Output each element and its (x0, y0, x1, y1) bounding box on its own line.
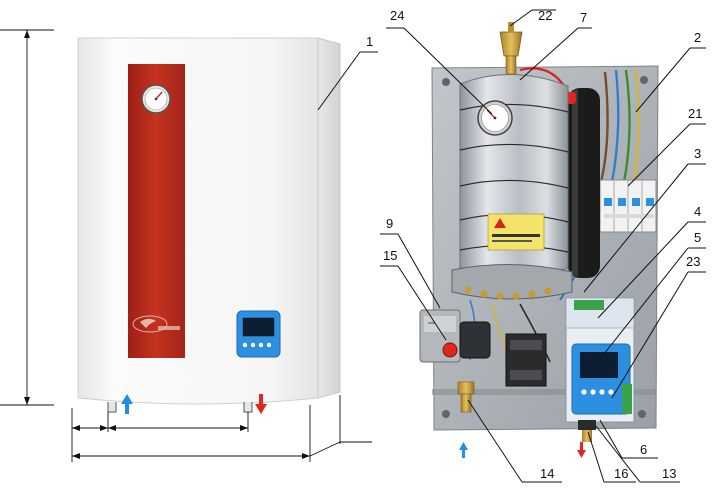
brand-logo (132, 315, 180, 333)
callout-1: 1 (317, 34, 378, 111)
controller-module (565, 297, 635, 423)
callout-7: 7 (519, 10, 592, 81)
control-unit (236, 310, 281, 358)
callout-13-label: 13 (662, 466, 676, 481)
arrow-down-icon (255, 394, 267, 414)
callout-2: 2 (635, 30, 706, 113)
boiler-interior: wilo (380, 8, 706, 483)
callout-13: 13 (595, 425, 680, 483)
circuit-breakers (599, 179, 657, 233)
callout-15-label: 15 (383, 248, 397, 263)
callout-4-label: 4 (694, 204, 701, 219)
callout-6-label: 6 (640, 442, 647, 457)
callout-6: 6 (599, 419, 658, 459)
bottom-fittings (457, 381, 596, 442)
callout-3-label: 3 (694, 146, 701, 161)
callout-7-label: 7 (580, 10, 587, 25)
circulation-pump: wilo (419, 309, 491, 363)
boiler-exterior: 1 (0, 29, 378, 462)
callout-14: 14 (467, 399, 562, 483)
contactor (505, 333, 547, 387)
callout-2-label: 2 (694, 30, 701, 45)
callout-24: 24 (386, 8, 493, 115)
callout-16-label: 16 (614, 466, 628, 481)
dimension-lines (0, 29, 372, 462)
callout-21: 21 (627, 106, 706, 187)
arrow-down-icon (577, 442, 586, 458)
callout-1-label: 1 (366, 34, 373, 49)
pipe-stubs (107, 402, 253, 413)
callout-24-label: 24 (390, 8, 404, 23)
callout-14-label: 14 (540, 466, 554, 481)
callout-15: 15 (380, 248, 447, 341)
air-vent (499, 22, 523, 75)
callout-5: 5 (595, 230, 706, 365)
callout-22: 22 (509, 8, 556, 27)
pressure-gauge (141, 84, 171, 114)
arrow-up-icon (121, 394, 133, 414)
callout-4: 4 (597, 204, 706, 319)
callout-3: 3 (583, 146, 706, 293)
svg-text:wilo: wilo (428, 320, 436, 325)
heating-tank (459, 73, 569, 277)
callout-5-label: 5 (694, 230, 701, 245)
callout-23-label: 23 (686, 254, 700, 269)
callout-9: 9 (380, 216, 441, 309)
callout-16: 16 (587, 431, 636, 483)
callout-23: 23 (611, 254, 706, 399)
callout-21-label: 21 (688, 106, 702, 121)
callout-9-label: 9 (386, 216, 393, 231)
callout-22-label: 22 (538, 8, 552, 23)
casing-side (317, 37, 341, 399)
tank-pressure-gauge (477, 100, 513, 136)
arrow-up-icon (459, 442, 468, 458)
casing-front (77, 37, 319, 405)
